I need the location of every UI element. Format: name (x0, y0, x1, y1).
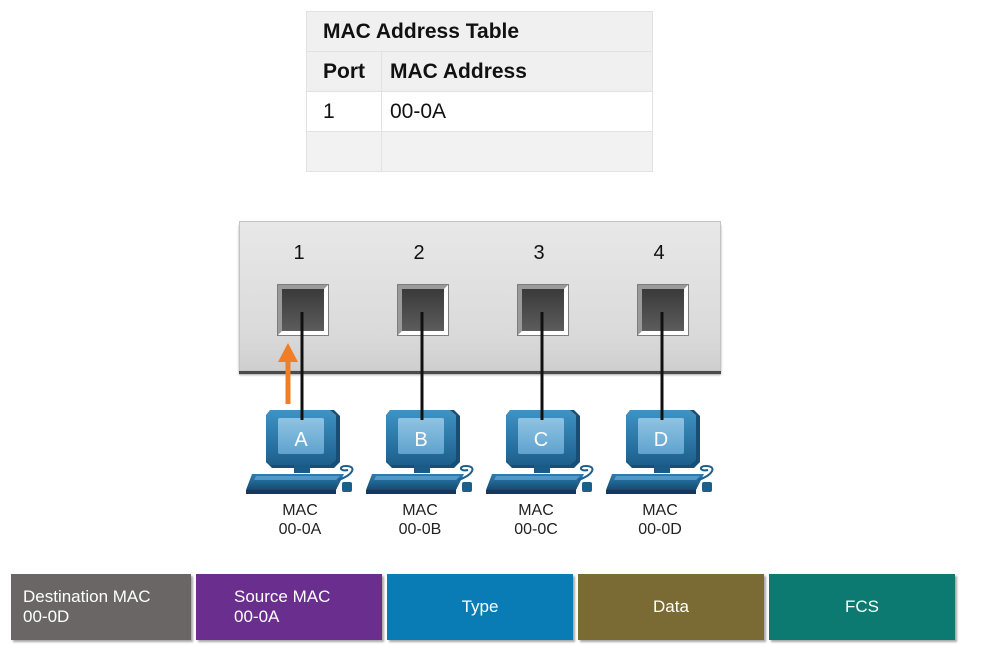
host-mac-label-d: MAC 00-0D (630, 501, 690, 539)
computer-icon (365, 409, 474, 495)
mac-value: 00-0D (638, 521, 682, 538)
mac-label-text: MAC (282, 502, 318, 519)
frame-data: Data (578, 574, 764, 640)
frame-destination-mac: Destination MAC 00-0D (11, 574, 191, 640)
host-mac-label-c: MAC 00-0C (506, 501, 566, 539)
table-cell-mac: 00-0A (381, 91, 653, 132)
frame-fcs: FCS (769, 574, 955, 640)
table-row (306, 131, 653, 172)
port-number-2: 2 (413, 242, 425, 264)
frame-destination-label: Destination MAC (23, 587, 151, 606)
host-letter-c: C (533, 429, 549, 451)
mac-value: 00-0B (398, 521, 442, 538)
frame-source-mac: Source MAC 00-0A (196, 574, 382, 640)
mac-label-text: MAC (642, 502, 678, 519)
table-cell-mac (381, 131, 653, 172)
table-title-row: MAC Address Table (306, 11, 653, 52)
frame-source-label: Source MAC (234, 587, 331, 606)
frame-source-value: 00-0A (234, 607, 280, 626)
host-letter-a: A (294, 429, 308, 451)
computer-icon (485, 409, 594, 495)
mac-value: 00-0A (278, 521, 322, 538)
host-letter-d: D (653, 429, 669, 451)
frame-type: Type (387, 574, 573, 640)
table-cell-port (306, 131, 382, 172)
mac-label-text: MAC (518, 502, 554, 519)
table-title: MAC Address Table (306, 11, 653, 52)
port-number-1: 1 (293, 242, 305, 264)
table-header-row: Port MAC Address (306, 51, 653, 92)
frame-data-label: Data (653, 597, 689, 616)
computer-icon (605, 409, 714, 495)
host-mac-label-b: MAC 00-0B (390, 501, 450, 539)
frame-direction-arrow-icon (278, 343, 298, 404)
port-number-4: 4 (653, 242, 665, 264)
computer-icon (245, 409, 354, 495)
mac-value: 00-0C (514, 521, 558, 538)
mac-address-table: MAC Address Table Port MAC Address 1 00-… (306, 11, 653, 172)
frame-destination-value: 00-0D (23, 607, 70, 626)
port-number-3: 3 (533, 242, 545, 264)
host-mac-label-a: MAC 00-0A (270, 501, 330, 539)
host-letter-b: B (414, 429, 428, 451)
table-row: 1 00-0A (306, 91, 653, 132)
switch-port-1 (277, 284, 329, 336)
frame-fcs-label: FCS (845, 597, 879, 616)
frame-type-label: Type (461, 597, 499, 616)
mac-label-text: MAC (402, 502, 438, 519)
